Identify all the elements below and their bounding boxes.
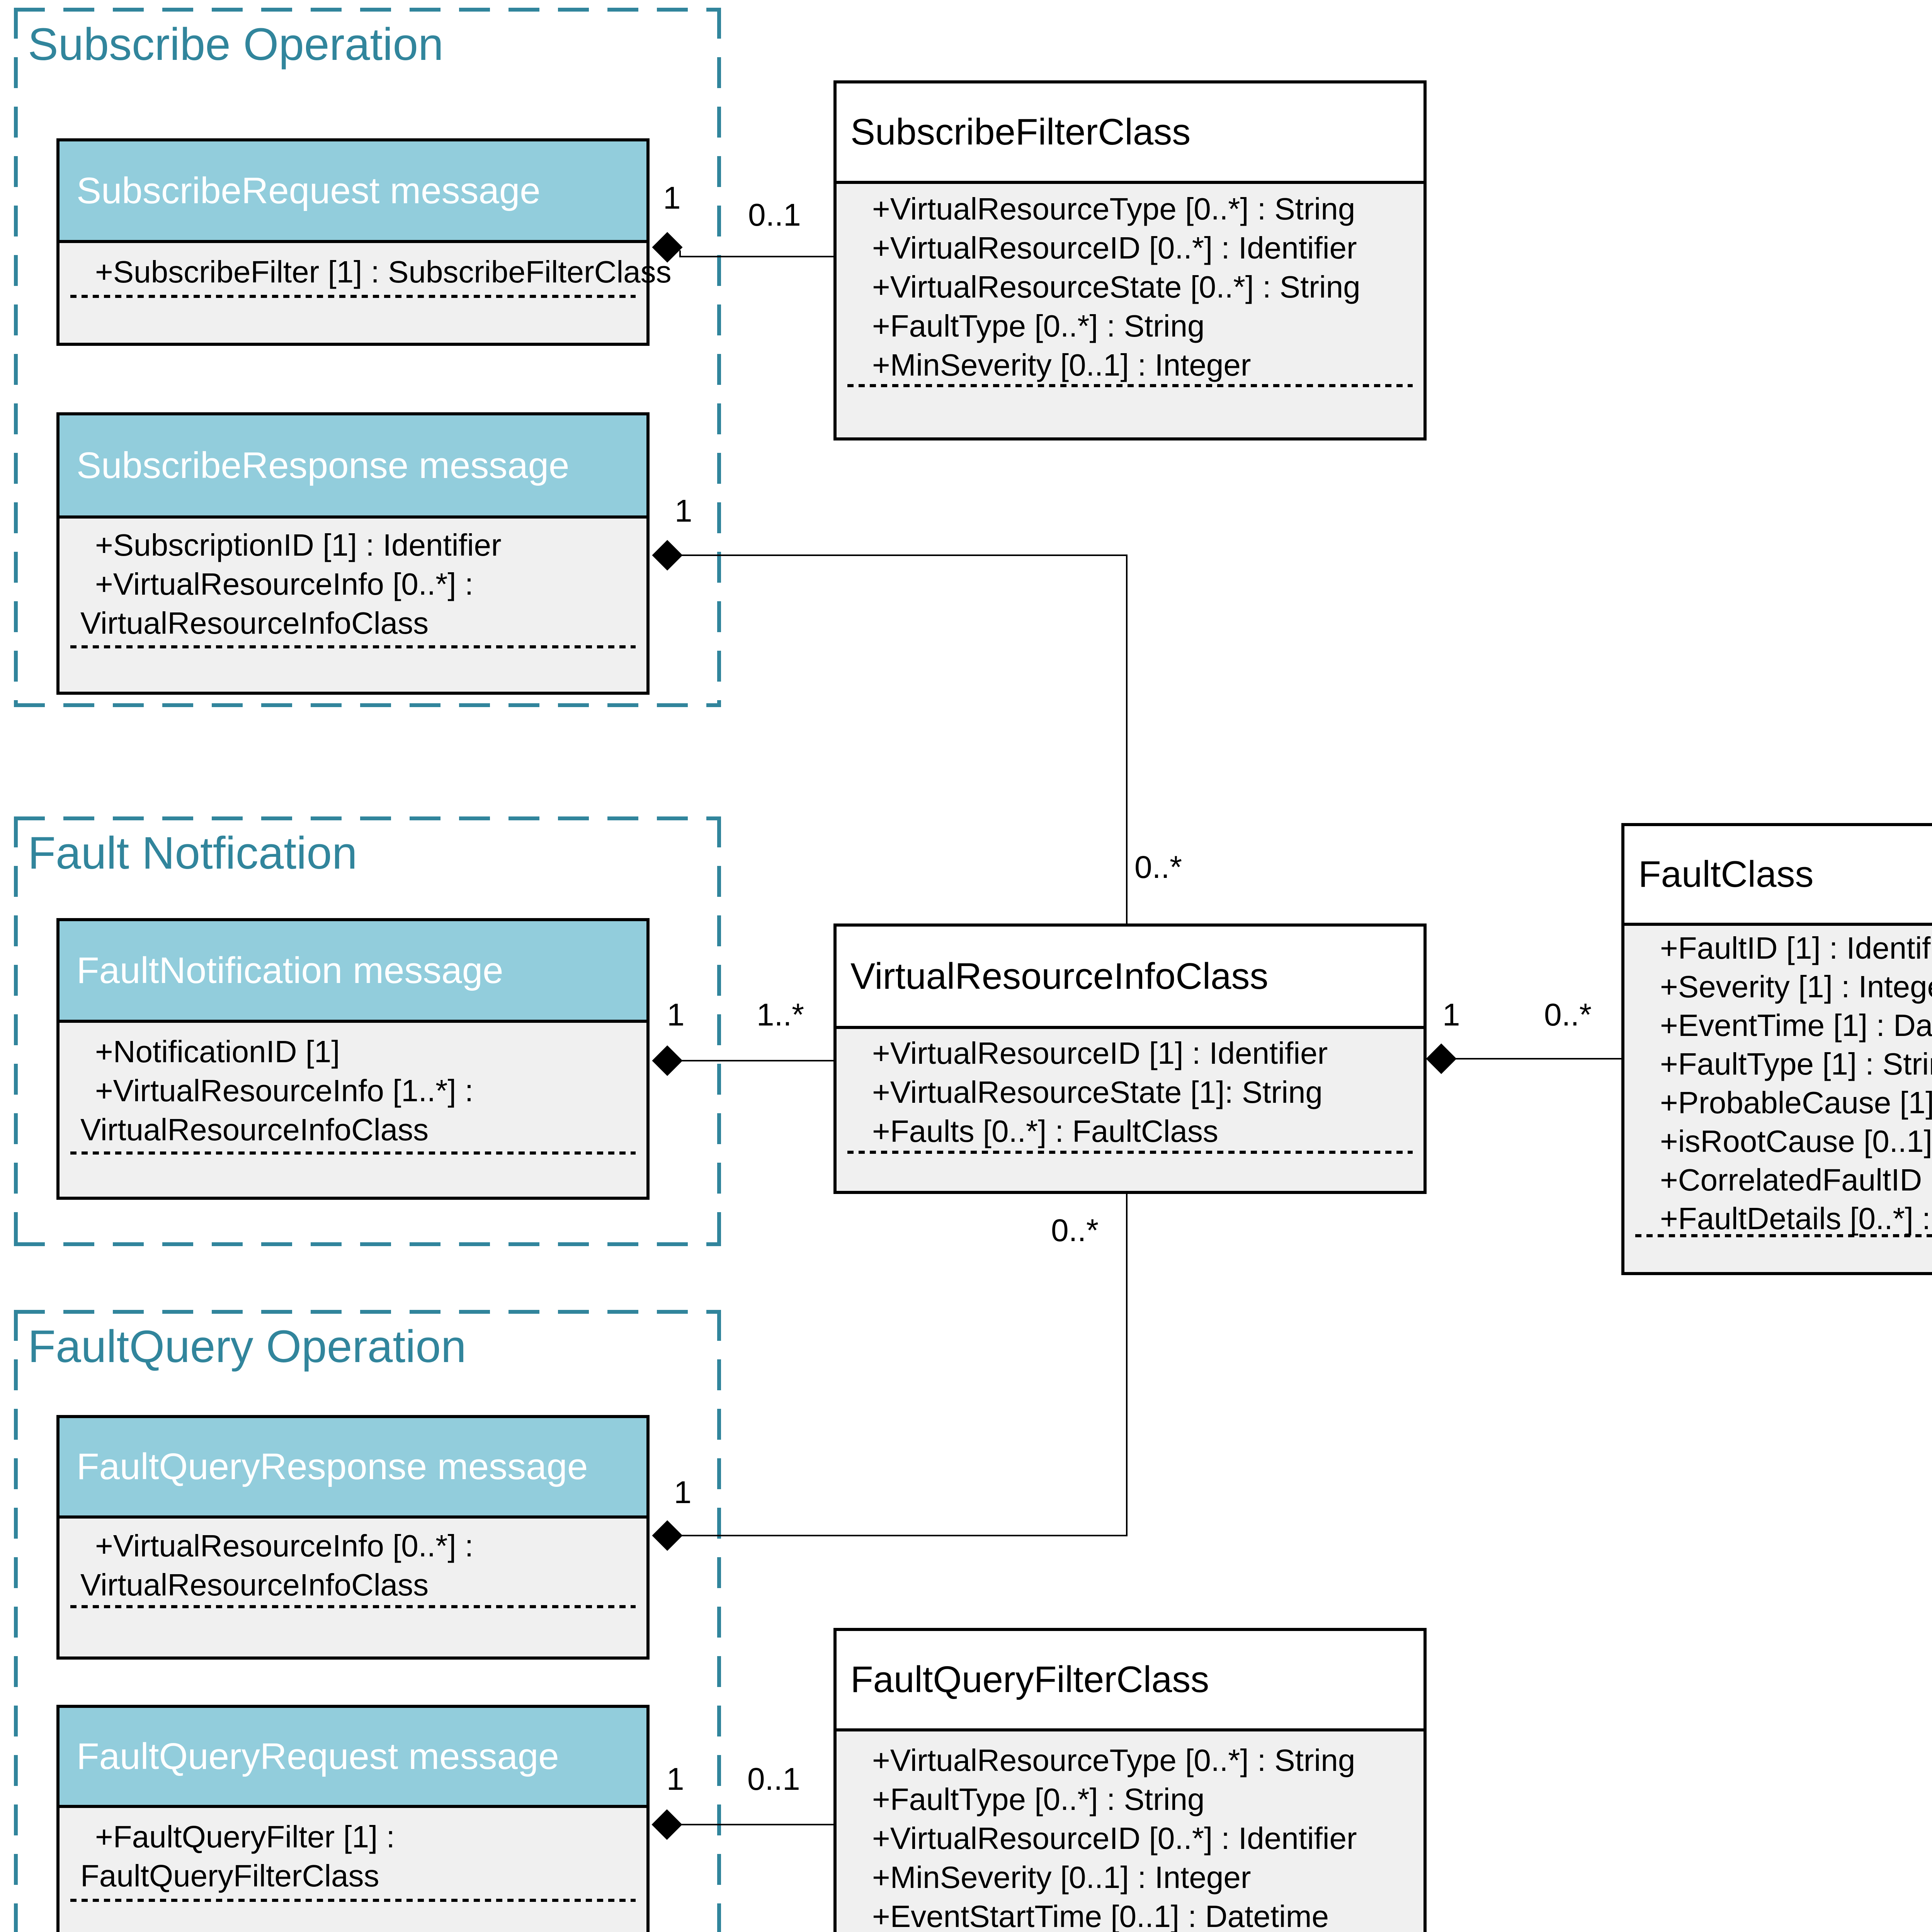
- class-attributes: +NotificationID [1] +VirtualResourceInfo…: [60, 1023, 646, 1149]
- class-attribute: +VirtualResourceState [1]: String: [872, 1075, 1323, 1109]
- class-attribute: +NotificationID [1]: [95, 1034, 340, 1069]
- class-attributes: +VirtualResourceInfo [0..*] : VirtualRes…: [60, 1519, 646, 1604]
- association-line-faultquery-response-v: [1126, 1192, 1128, 1536]
- class-attribute: +Faults [0..*] : FaultClass: [872, 1114, 1218, 1148]
- class-attributes: +FaultQueryFilter [1] : FaultQueryFilter…: [60, 1808, 646, 1895]
- class-faultquery-response-message: FaultQueryResponse message +VirtualResou…: [56, 1415, 650, 1660]
- class-attribute: +CorrelatedFaultID [0..*] : Identifier: [1660, 1163, 1932, 1197]
- class-attribute: VirtualResourceInfoClass: [80, 1112, 429, 1147]
- multiplicity-label: 0..*: [1544, 997, 1592, 1032]
- class-attribute: +FaultID [1] : Identifier: [1660, 931, 1932, 965]
- class-attribute: +VirtualResourceInfo [0..*] :: [95, 567, 474, 601]
- composition-diamond-icon-vri: [1426, 1043, 1457, 1074]
- class-title: FaultQueryResponse message: [60, 1418, 646, 1519]
- class-subscribe-filter-class: SubscribeFilterClass +VirtualResourceTyp…: [833, 80, 1427, 440]
- class-attribute: +VirtualResourceID [0..*] : Identifier: [872, 231, 1357, 265]
- attribute-separator: [847, 384, 1413, 387]
- class-attribute: +VirtualResourceType [0..*] : String: [872, 192, 1355, 226]
- class-fault-class: FaultClass +FaultID [1] : Identifier +Se…: [1621, 823, 1932, 1275]
- class-attribute: +EventStartTime [0..1] : Datetime: [872, 1899, 1329, 1932]
- attribute-separator: [70, 1605, 636, 1608]
- class-attributes: +SubscriptionID [1] : Identifier +Virtua…: [60, 519, 646, 643]
- class-attribute: +SubscriptionID [1] : Identifier: [95, 528, 502, 562]
- class-attribute: +FaultType [0..*] : String: [872, 309, 1205, 343]
- class-attribute: +isRootCause [0..1] : Boolean: [1660, 1124, 1932, 1158]
- multiplicity-label: 0..1: [747, 1762, 800, 1797]
- class-attribute: +EventTime [1] : Datetime: [1660, 1008, 1932, 1043]
- class-attribute: +FaultQueryFilter [1] :: [95, 1820, 395, 1854]
- class-attribute: +VirtualResourceInfo [1..*] :: [95, 1073, 474, 1108]
- multiplicity-label: 0..*: [1134, 850, 1182, 885]
- class-attribute: +VirtualResourceType [0..*] : String: [872, 1743, 1355, 1777]
- class-attributes: +VirtualResourceType [0..*] : String +Vi…: [837, 184, 1423, 384]
- class-attributes: +SubscribeFilter [1] : SubscribeFilterCl…: [60, 243, 672, 291]
- class-attribute: +MinSeverity [0..1] : Integer: [872, 348, 1251, 382]
- attribute-separator: [70, 1151, 636, 1155]
- class-attribute: +SubscribeFilter [1] : SubscribeFilterCl…: [95, 255, 672, 289]
- association-line-fault-notification-to-vri: [676, 1060, 834, 1061]
- class-attribute: +VirtualResourceInfo [0..*] :: [95, 1529, 474, 1563]
- association-line-vri-to-faultclass: [1450, 1058, 1622, 1060]
- class-attribute: VirtualResourceInfoClass: [80, 606, 429, 640]
- class-title: FaultQueryRequest message: [60, 1708, 646, 1808]
- multiplicity-label: 0..*: [1051, 1213, 1099, 1248]
- class-faultquery-request-message: FaultQueryRequest message +FaultQueryFil…: [56, 1705, 650, 1932]
- association-line-subscribe-response-v: [1126, 554, 1128, 925]
- class-attribute: VirtualResourceInfoClass: [80, 1568, 429, 1602]
- association-line-subscribe-response-h: [676, 554, 1128, 556]
- class-title: SubscribeFilterClass: [837, 83, 1423, 184]
- class-subscribe-response-message: SubscribeResponse message +SubscriptionI…: [56, 412, 650, 695]
- class-attribute: +Severity [1] : Integer: [1660, 969, 1932, 1004]
- class-faultquery-filter-class: FaultQueryFilterClass +VirtualResourceTy…: [833, 1628, 1427, 1932]
- multiplicity-label: 1: [674, 1475, 692, 1510]
- group-label-faultquery-operation: FaultQuery Operation: [28, 1321, 466, 1372]
- attribute-separator: [1635, 1234, 1932, 1237]
- multiplicity-label: 1: [667, 1762, 684, 1797]
- class-attribute: +FaultType [1] : String: [1660, 1047, 1932, 1081]
- class-attribute: +VirtualResourceID [1] : Identifier: [872, 1036, 1328, 1070]
- class-subscribe-request-message: SubscribeRequest message +SubscribeFilte…: [56, 138, 672, 346]
- class-title: FaultNotification message: [60, 921, 646, 1023]
- class-attribute: +ProbableCause [1]: [1660, 1085, 1932, 1120]
- attribute-separator: [70, 295, 636, 298]
- attribute-separator: [847, 1151, 1413, 1154]
- class-fault-notification-message: FaultNotification message +NotificationI…: [56, 918, 650, 1200]
- class-title: VirtualResourceInfoClass: [837, 927, 1423, 1029]
- class-title: SubscribeResponse message: [60, 415, 646, 519]
- multiplicity-label: 0..1: [748, 197, 801, 233]
- multiplicity-label: 1..*: [757, 997, 804, 1032]
- class-attribute: +MinSeverity [0..1] : Integer: [872, 1860, 1251, 1895]
- multiplicity-label: 1: [1442, 997, 1460, 1032]
- class-title: SubscribeRequest message: [60, 141, 646, 243]
- association-line-subscribe-request-elbow: [679, 250, 681, 257]
- multiplicity-label: 1: [675, 493, 692, 529]
- attribute-separator: [70, 1899, 636, 1902]
- class-attributes: +VirtualResourceID [1] : Identifier +Vir…: [837, 1029, 1423, 1151]
- class-attribute: +FaultType [0..*] : String: [872, 1782, 1205, 1816]
- association-line-faultquery-request-to-filter: [676, 1824, 834, 1825]
- association-line-subscribe-request-to-filter: [679, 256, 834, 257]
- group-label-subscribe-operation: Subscribe Operation: [28, 19, 444, 70]
- attribute-separator: [70, 645, 636, 648]
- class-title: FaultQueryFilterClass: [837, 1631, 1423, 1731]
- group-label-fault-notification: Fault Notfication: [28, 828, 357, 879]
- class-attribute: +FaultDetails [0..*] : Key-Value pairs: [1660, 1201, 1932, 1236]
- class-attributes: +FaultID [1] : Identifier +Severity [1] …: [1624, 926, 1932, 1238]
- class-attribute: +VirtualResourceID [0..*] : Identifier: [872, 1821, 1357, 1855]
- class-attribute: +VirtualResourceState [0..*] : String: [872, 270, 1361, 304]
- multiplicity-label: 1: [663, 180, 681, 216]
- class-title: FaultClass: [1624, 826, 1932, 926]
- class-attributes: +VirtualResourceType [0..*] : String +Fa…: [837, 1731, 1423, 1932]
- association-line-faultquery-response-h: [676, 1535, 1128, 1536]
- class-virtual-resource-info-class: VirtualResourceInfoClass +VirtualResourc…: [833, 923, 1427, 1194]
- multiplicity-label: 1: [667, 997, 685, 1032]
- class-attribute: FaultQueryFilterClass: [80, 1859, 379, 1893]
